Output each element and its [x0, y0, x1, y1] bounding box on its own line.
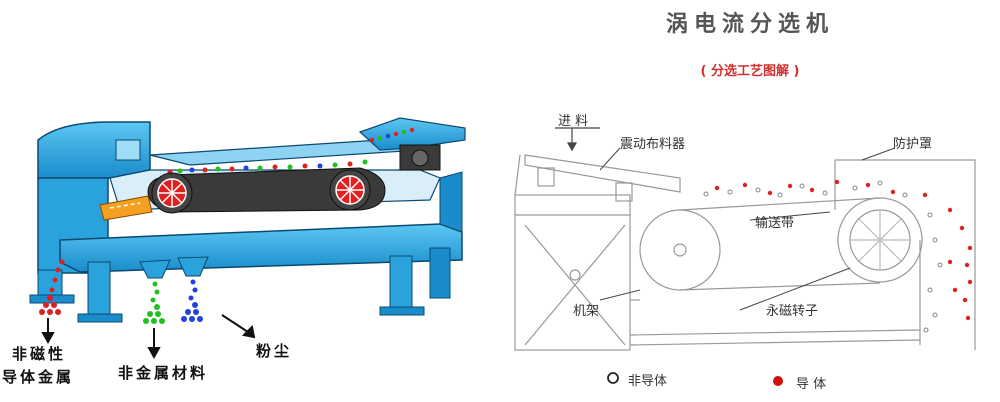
rotor-outer: [837, 197, 923, 283]
label-non-magnetic-1: 非磁性: [12, 345, 67, 363]
chute-green: [139, 259, 171, 279]
right-roller: [329, 169, 371, 211]
page-subtitle: ( 分选工艺图解 ): [700, 64, 800, 79]
red-particles: [39, 259, 65, 315]
non-conductor-dots: [703, 180, 943, 333]
label-feed: 进 料: [558, 114, 589, 129]
frame-box: [514, 194, 631, 351]
legend-non-conductor-marker: [607, 372, 619, 384]
label-frame: 机架: [573, 304, 600, 319]
drive-pulley: [639, 209, 721, 291]
belt-bottom: [679, 282, 881, 291]
feeder-tray: [524, 154, 681, 193]
chute-blue: [177, 256, 209, 277]
page-title: 涡电流分选机: [665, 12, 834, 37]
feeder-hopper: [358, 117, 466, 151]
protective-cover: [834, 159, 976, 350]
legend-conductor-label: 导 体: [796, 377, 827, 392]
label-conveyor: 输送带: [755, 216, 795, 231]
splitter-plate: [99, 195, 153, 221]
label-dust: 粉尘: [256, 342, 293, 360]
legend-non-conductor-label: 非导体: [628, 374, 668, 389]
leg-left-housing: [37, 269, 63, 299]
green-particles: [143, 281, 165, 324]
belt-material-dots: [167, 159, 368, 175]
label-non-magnetic-2: 导体金属: [2, 368, 75, 386]
left-roller: [151, 172, 193, 214]
feeder-dots: [369, 127, 415, 143]
label-non-metal: 非金属材料: [118, 364, 209, 382]
belt-top: [679, 197, 881, 211]
label-vibrating-feeder: 震动布料器: [620, 137, 686, 152]
housing: [37, 121, 151, 179]
conveyor-belt: [147, 167, 386, 213]
leg-back-right: [429, 247, 451, 299]
legend-conductor-marker: [773, 376, 783, 386]
blue-particles: [181, 279, 203, 322]
label-rotor: 永磁转子: [766, 304, 819, 319]
label-cover: 防护罩: [893, 137, 933, 152]
conductor-dots: [714, 179, 973, 321]
